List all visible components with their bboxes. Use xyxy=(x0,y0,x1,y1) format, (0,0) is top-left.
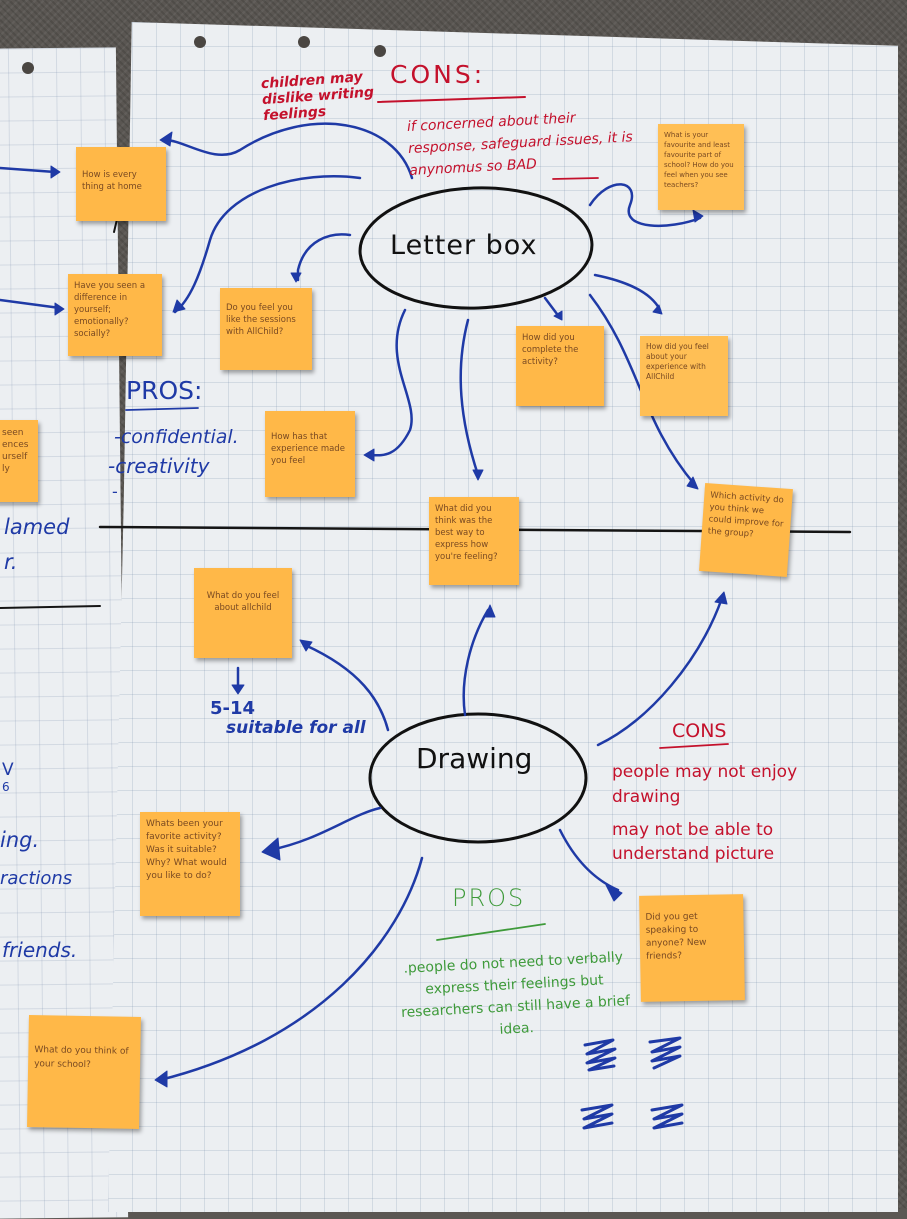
pros-item: -creativity xyxy=(108,454,210,478)
left-fragment: r. xyxy=(4,550,18,574)
drawing-cons-underline xyxy=(659,743,729,749)
pros-item: -confidential. xyxy=(114,426,239,448)
arrowhead xyxy=(553,310,563,321)
arrow xyxy=(296,233,352,282)
arrow xyxy=(303,643,390,732)
left-fragment: friends. xyxy=(2,938,78,962)
arrowhead xyxy=(159,131,173,147)
left-fragment: ly xyxy=(2,464,10,474)
arrow xyxy=(158,856,424,1082)
arrowhead xyxy=(172,299,186,313)
arrow xyxy=(268,806,382,852)
suitable-text: suitable for all xyxy=(226,718,366,738)
arrowhead xyxy=(692,209,704,223)
children-note: children may dislike writing feelings xyxy=(260,69,375,125)
scribble xyxy=(648,1036,682,1070)
arrowhead xyxy=(686,476,699,490)
drawing-cons-item: may not be able to understand picture xyxy=(612,820,775,864)
left-fragment: V xyxy=(2,760,14,780)
divider-line xyxy=(0,605,101,609)
drawing-label: Drawing xyxy=(416,742,533,775)
sticky-note: Do you feel you like the sessions with A… xyxy=(220,288,312,370)
left-fragment: urself xyxy=(2,452,28,462)
bad-underline xyxy=(552,177,599,180)
arrow xyxy=(0,166,57,174)
pros-title: PROS: xyxy=(126,376,203,405)
sticky-note: What is your favourite and least favouri… xyxy=(658,124,744,210)
arrow xyxy=(366,308,413,457)
arrowhead xyxy=(154,1070,168,1088)
left-fragment: seen xyxy=(2,428,24,438)
pros-underline xyxy=(436,923,546,941)
pros-item: - xyxy=(112,482,118,501)
drawing-cons-item: people may not enjoy drawing xyxy=(612,762,798,807)
arrowhead xyxy=(261,837,281,861)
arrow xyxy=(459,318,480,477)
sticky-note: How has that experience made you feel xyxy=(265,411,355,497)
arrowhead xyxy=(605,884,623,902)
sticky-note: How did you feel about your experience w… xyxy=(640,336,728,416)
scribble xyxy=(583,1038,617,1072)
arrowhead xyxy=(50,165,61,179)
arrow xyxy=(462,608,490,717)
drawing-cons-title: CONS xyxy=(672,720,727,742)
pros-underline-blue xyxy=(125,407,199,411)
drawing-ellipse xyxy=(368,712,588,844)
drawing-pros-text: .people do not need to verbally express … xyxy=(400,949,631,1038)
punch-hole xyxy=(22,62,34,74)
sticky-note: What do you think of your school? xyxy=(27,1015,141,1129)
arrow xyxy=(588,183,702,227)
sticky-note: Have you seen a difference in yourself; … xyxy=(68,274,162,356)
arrowhead xyxy=(231,684,245,695)
arrow xyxy=(593,273,662,312)
punch-hole xyxy=(298,36,310,48)
scribble xyxy=(650,1103,684,1130)
left-fragment: 6 xyxy=(2,780,10,794)
arrowhead xyxy=(363,448,375,462)
arrow xyxy=(163,122,414,180)
cons-title: CONS: xyxy=(390,60,486,89)
arrow xyxy=(558,828,620,892)
left-fragment: ing. xyxy=(0,828,40,852)
sticky-note: Did you get speaking to anyone? New frie… xyxy=(639,894,745,1002)
arrowhead xyxy=(299,639,313,652)
punch-hole xyxy=(374,45,386,57)
sticky-note-left-partial xyxy=(0,420,38,502)
scribble xyxy=(580,1103,614,1130)
arrowhead xyxy=(472,469,484,481)
arrow xyxy=(596,596,724,747)
arrowhead xyxy=(652,304,663,315)
letter-box-label: Letter box xyxy=(390,230,538,261)
arrow xyxy=(173,175,362,314)
left-fragment: ractions xyxy=(0,868,73,889)
punch-hole xyxy=(194,36,206,48)
left-fragment: ences xyxy=(2,440,29,450)
arrowhead xyxy=(290,272,302,283)
sticky-note: Whats been your favorite activity? Was i… xyxy=(140,812,240,916)
sticky-note: How is every thing at home xyxy=(76,147,166,221)
drawing-pros-title: PROS xyxy=(452,884,526,912)
arrow xyxy=(0,298,62,310)
left-fragment: lamed xyxy=(4,515,70,539)
sticky-note: What do you feel about allchild xyxy=(194,568,292,658)
letter-box-ellipse xyxy=(358,186,594,310)
arrowhead xyxy=(714,591,728,605)
cons-text: if concerned about their response, safeg… xyxy=(406,110,634,179)
sticky-note: How did you complete the activity? xyxy=(516,326,604,406)
sticky-note: Which activity do you think we could imp… xyxy=(699,483,793,577)
arrowhead xyxy=(54,302,65,316)
sticky-note: What did you think was the best way to e… xyxy=(429,497,519,585)
age-range: 5-14 xyxy=(210,698,256,719)
arrowhead xyxy=(484,604,496,618)
cons-underline xyxy=(377,96,526,103)
